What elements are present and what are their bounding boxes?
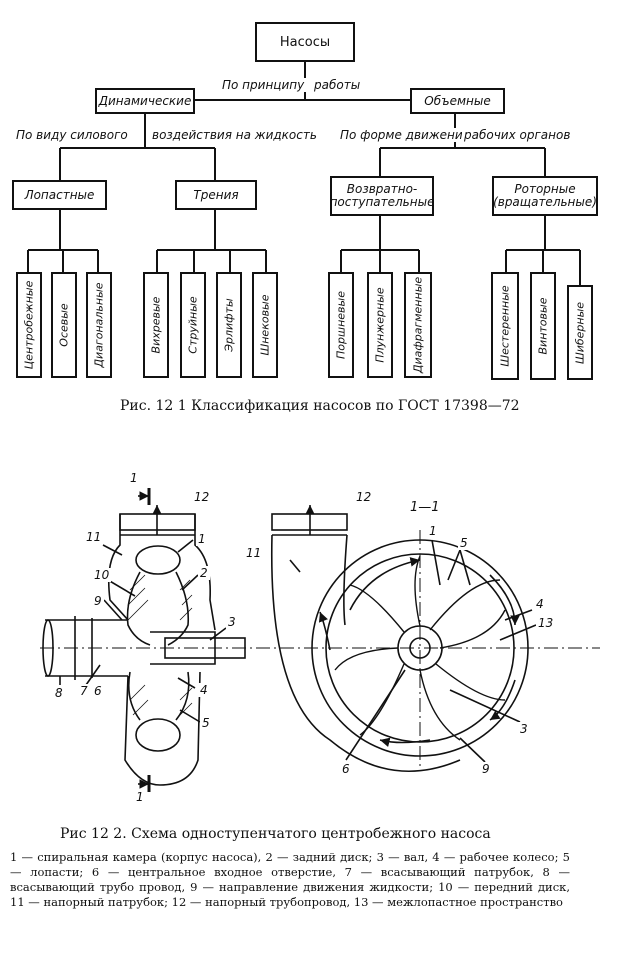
leaf-axial: Осевые (51, 272, 77, 378)
bladed-box: Лопастные (12, 180, 107, 210)
force-label-left: По виду силового (14, 128, 130, 142)
friction-box: Трения (175, 180, 257, 210)
num-3-right: 3 (518, 722, 530, 736)
volumetric-box: Объемные (410, 88, 505, 114)
num-4-right: 4 (534, 597, 546, 611)
num-11-left: 11 (84, 530, 104, 544)
leaf-airlift: Эрлифты (216, 272, 242, 378)
figure2-caption: Рис 12 2. Схема одноступенчатого центроб… (60, 826, 491, 842)
num-9-left: 9 (92, 594, 104, 608)
num-9-right: 9 (480, 762, 492, 776)
principle-label-right: работы (312, 78, 363, 92)
leaf-diagonal: Диагональные (86, 272, 112, 378)
leaf-screw: Шнековые (252, 272, 278, 378)
num-5-right: 5 (458, 536, 470, 550)
num-3-left: 3 (226, 615, 238, 629)
dynamic-box: Динамические (95, 88, 195, 114)
num-1-bottom: 1 (134, 790, 146, 804)
principle-label-left: По принципу (220, 78, 307, 92)
num-13: 13 (536, 616, 556, 630)
leaf-gear: Шестеренные (491, 272, 519, 380)
num-1-top: 1 (128, 471, 140, 485)
leaf-vane: Шиберные (567, 285, 593, 380)
motion-label-left: По форме движения (338, 128, 472, 142)
num-7: 7 (78, 684, 90, 698)
leaf-piston: Поршневые (328, 272, 354, 378)
num-1-left: 1 (196, 532, 208, 546)
figure1-caption: Рис. 12 1 Классификация насосов по ГОСТ … (120, 398, 520, 414)
rotary-box: Роторные (вращательные) (492, 176, 598, 216)
leaf-helical: Винтовые (530, 272, 556, 380)
num-4-left: 4 (198, 683, 210, 697)
num-6-left: 6 (92, 684, 104, 698)
num-12-right: 12 (354, 490, 374, 504)
leaf-jet: Струйные (180, 272, 206, 378)
num-12-left: 12 (192, 490, 212, 504)
reciprocating-box: Возвратно-поступательные (330, 176, 434, 216)
num-2: 2 (198, 566, 210, 580)
num-5-left: 5 (200, 716, 212, 730)
section-label: 1—1 (408, 500, 442, 515)
leaf-plunger: Плунжерные (367, 272, 393, 378)
num-11-right: 11 (244, 546, 264, 560)
leaf-vortex: Вихревые (143, 272, 169, 378)
figure1-connectors (27, 62, 581, 285)
figure2-legend: 1 — спиральная камера (корпус насоса), 2… (10, 850, 570, 909)
leaf-diaphragm: Диафрагменные (404, 272, 432, 378)
num-1-right: 1 (427, 524, 439, 538)
num-10: 10 (92, 568, 112, 582)
root-pumps-box: Насосы (255, 22, 355, 62)
leaf-centrifugal: Центробежные (16, 272, 42, 378)
motion-label-right: рабочих органов (462, 128, 573, 142)
force-label-right: воздействия на жидкость (150, 128, 319, 142)
num-6-right: 6 (340, 762, 352, 776)
num-8: 8 (53, 686, 65, 700)
figure2-drawing (40, 488, 600, 792)
